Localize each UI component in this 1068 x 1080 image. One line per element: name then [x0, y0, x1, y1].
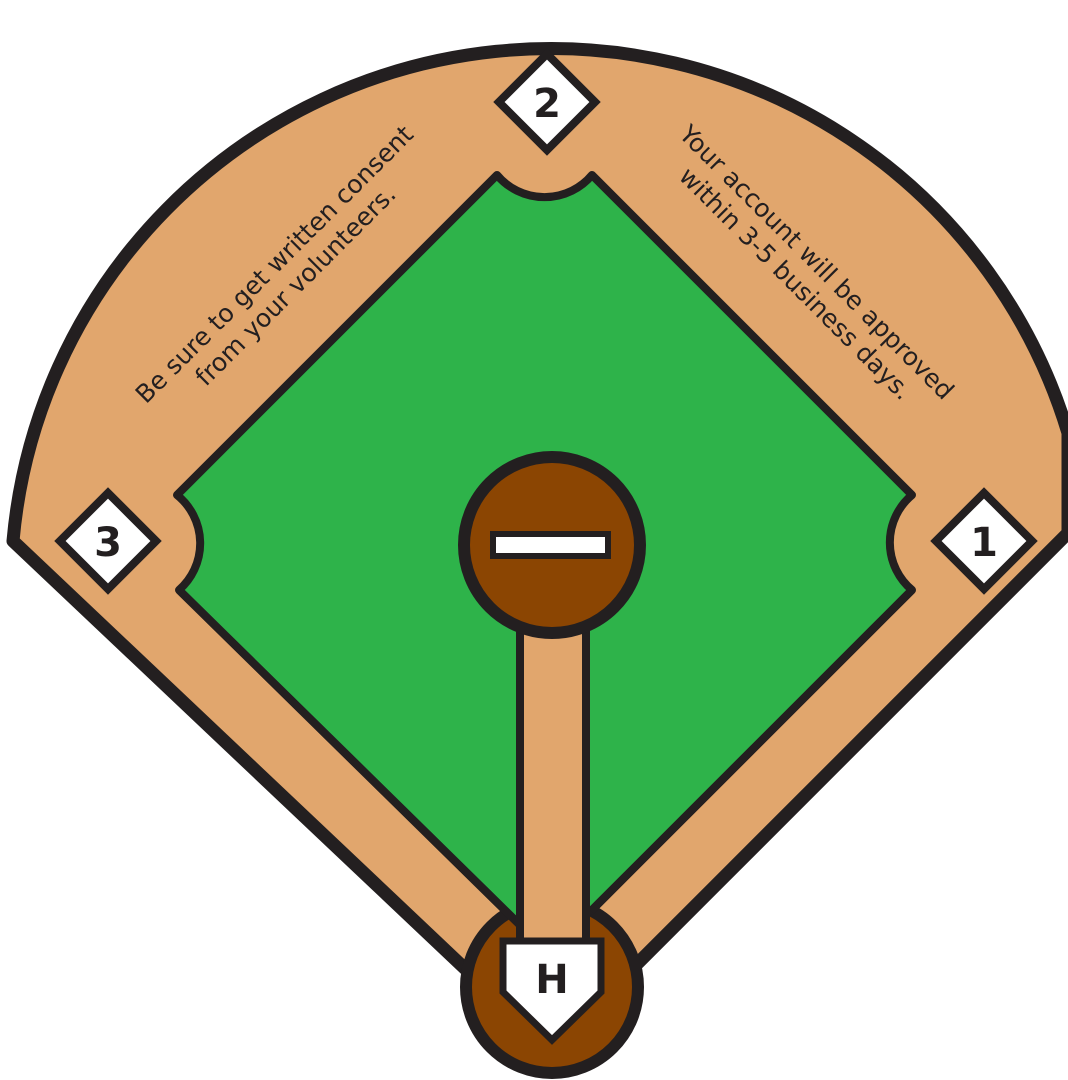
pitchers-rubber	[493, 534, 608, 556]
third-base-label: 3	[94, 520, 122, 566]
mound-to-home-path	[520, 600, 586, 945]
first-base-label: 1	[970, 520, 998, 566]
second-base-label: 2	[533, 81, 561, 127]
home-plate-label: H	[535, 957, 568, 1003]
